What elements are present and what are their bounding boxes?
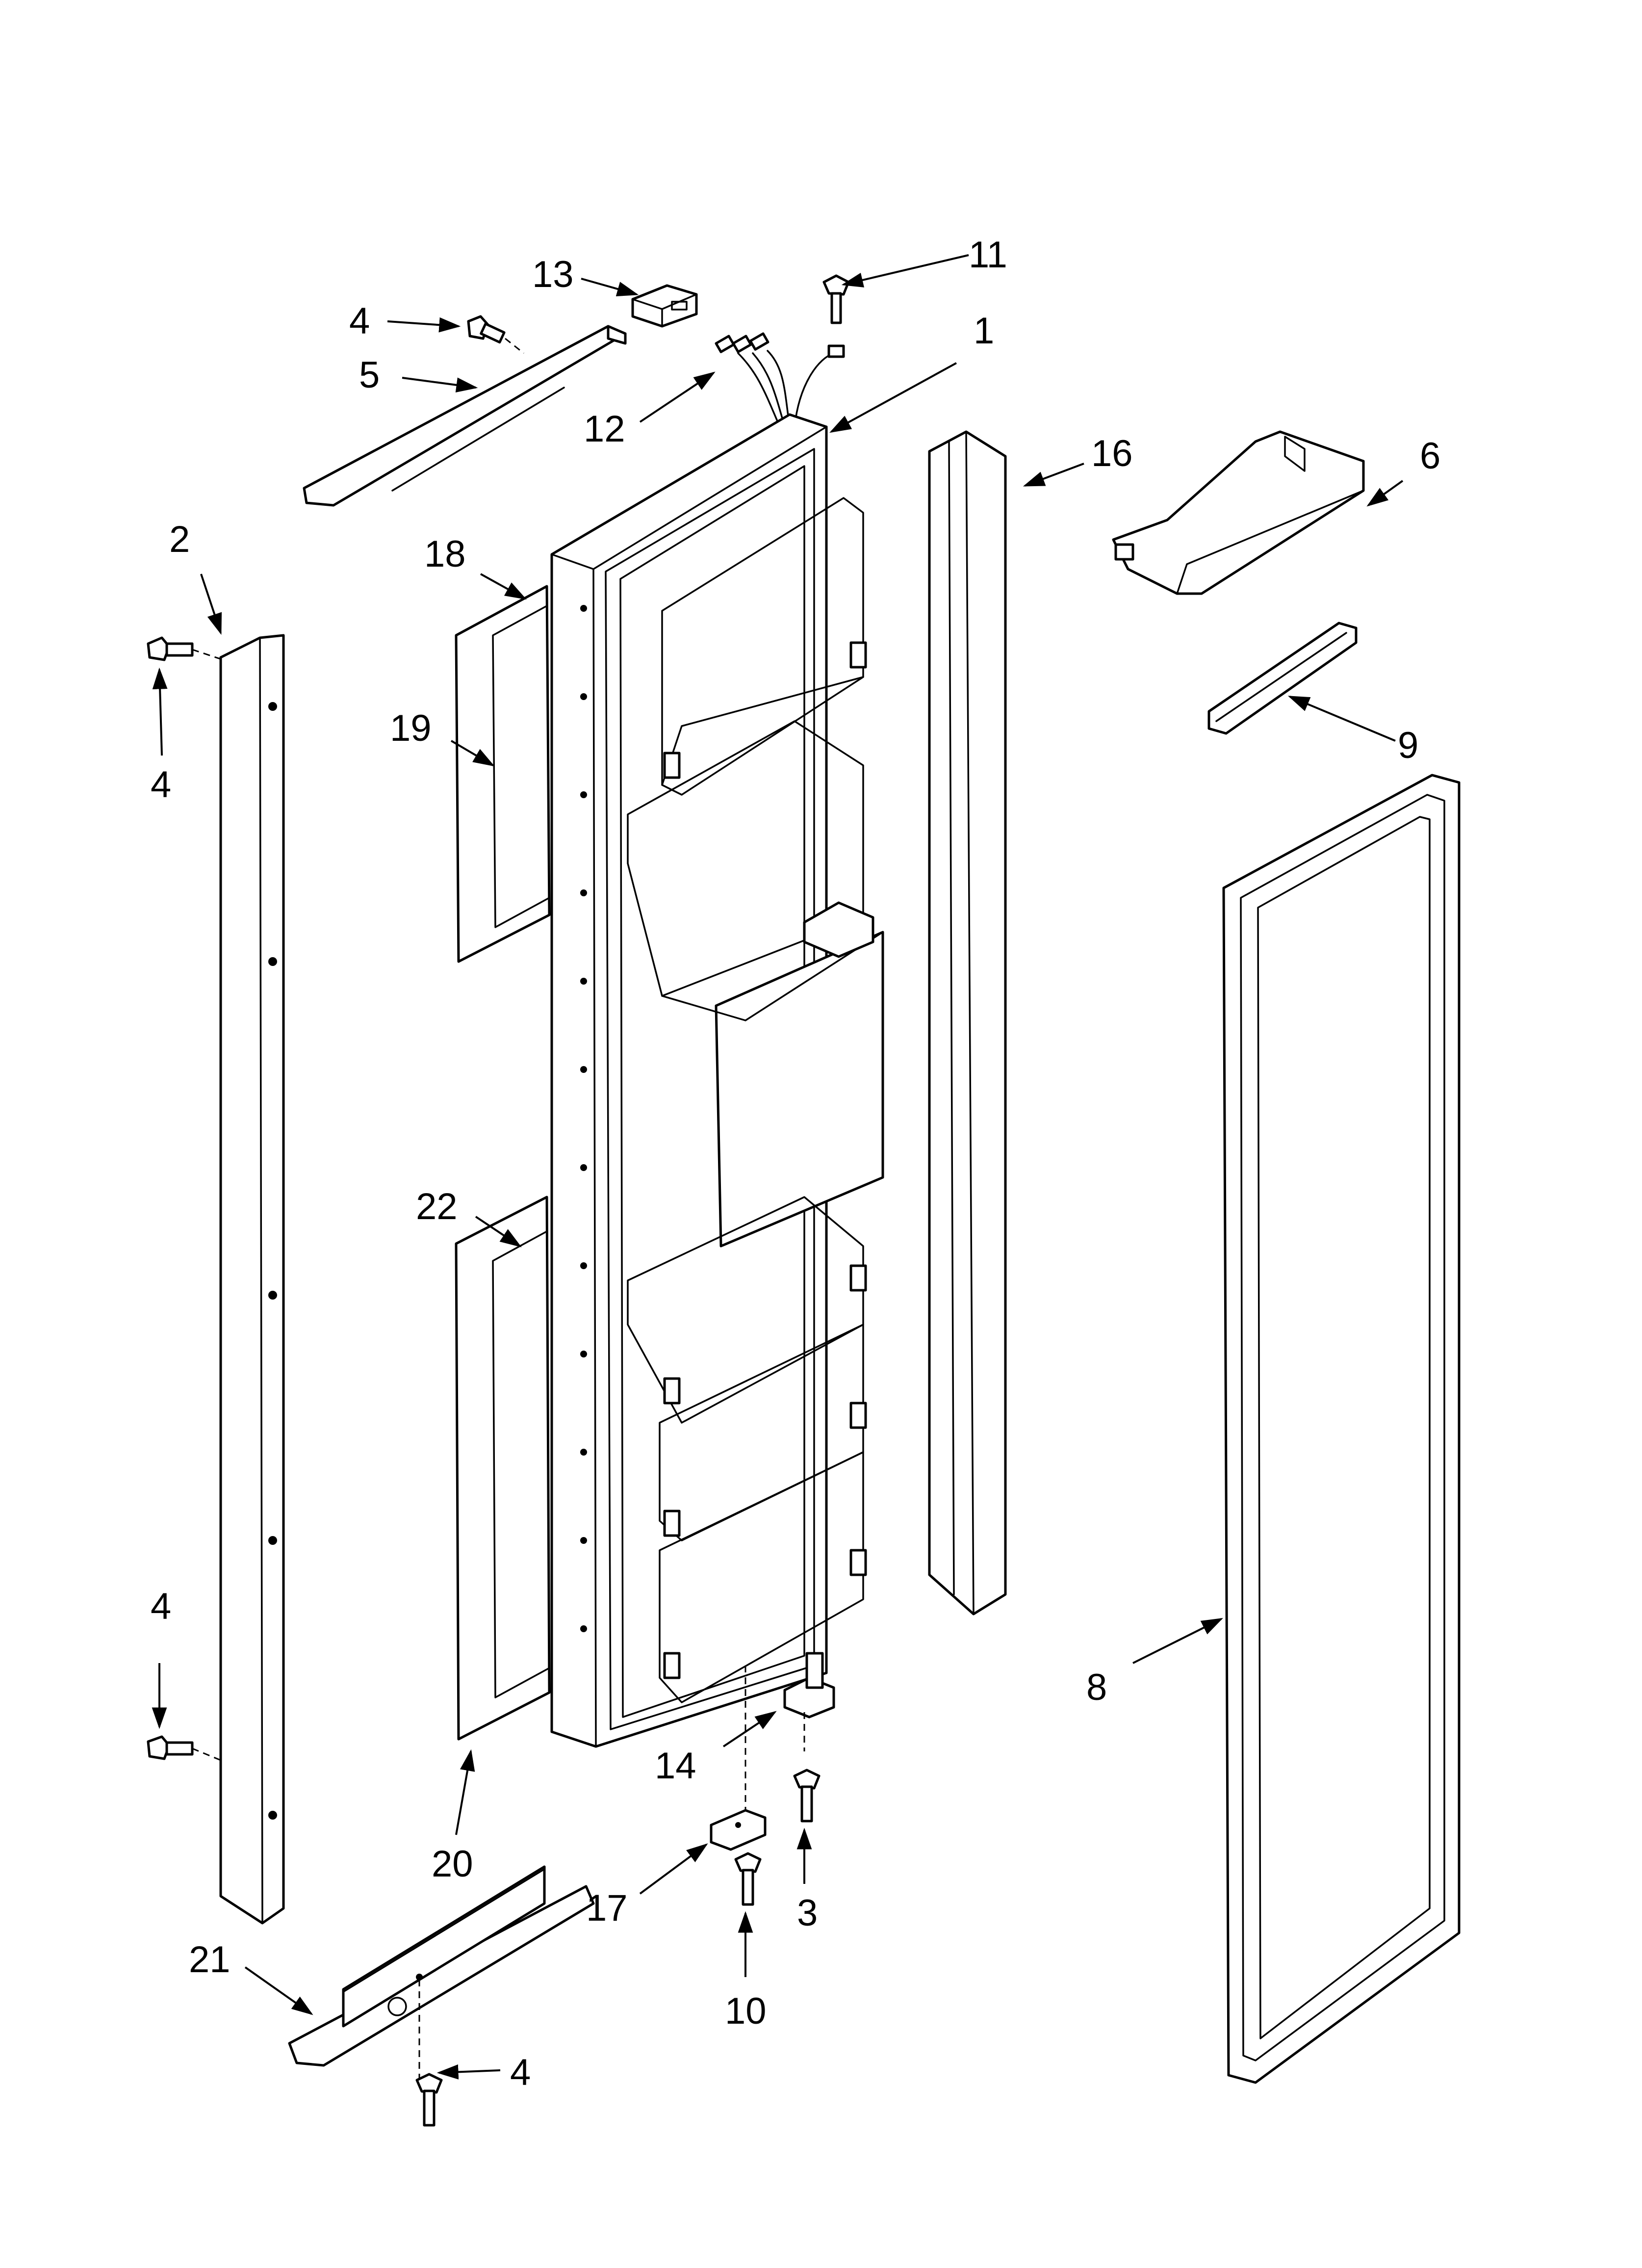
part-10-screw (822, 274, 850, 324)
part-5-top-trim (303, 325, 627, 507)
callout-9: 9 (1398, 725, 1418, 766)
part-18-hinge-trim (928, 430, 1007, 1616)
callout-21: 20 (432, 1843, 473, 1885)
part-2-side-trim (219, 634, 285, 1925)
part-13-screw (734, 1852, 762, 1906)
callout-11: 12 (584, 408, 625, 450)
callout-22: 22 (416, 1186, 458, 1227)
callout-5: 5 (359, 354, 380, 396)
part-12-hinge-pin (744, 1652, 835, 1810)
callout-16: 13 (532, 254, 574, 295)
part-8-gasket (1222, 774, 1461, 2084)
part-17-bottom-trim (288, 1865, 595, 2080)
callout-1: 1 (974, 310, 994, 352)
callout-20: 19 (390, 707, 432, 749)
screw-icon (467, 315, 524, 354)
callout-19: 18 (424, 533, 466, 575)
callout-17: 21 (189, 1939, 231, 1981)
callout-4-bottom: 4 (510, 2052, 531, 2093)
callout-12: 14 (655, 1745, 696, 1787)
screw-icon (147, 1735, 224, 1762)
part-3-screw (793, 1769, 821, 1823)
callout-13: 10 (725, 1990, 767, 2032)
callout-4-left-upper: 4 (151, 764, 171, 806)
part-19-upper-panel (455, 585, 551, 963)
callout-14: 17 (586, 1887, 628, 1929)
screw-icon (415, 2073, 443, 2127)
callout-3: 3 (797, 1892, 818, 1934)
screw-icon (147, 636, 224, 661)
callout-2: 2 (169, 519, 190, 560)
callout-18: 16 (1091, 433, 1133, 474)
part-16-switch (631, 284, 698, 328)
leader-lines (152, 254, 1404, 2080)
part-14-hinge-block (710, 1809, 767, 1851)
part-11-wire-harness (715, 332, 845, 428)
callout-8: 8 (1086, 1667, 1107, 1708)
callout-10: 11 (969, 234, 1007, 276)
callout-4-top: 4 (349, 300, 370, 342)
part-9-strip (1207, 622, 1358, 735)
callout-labels: 11 13 4 1 5 12 16 6 2 18 19 9 4 22 4 8 1… (151, 234, 1440, 2093)
part-22-lower-panel (455, 1196, 551, 1741)
callout-6: 6 (1420, 435, 1440, 477)
part-6-handle (1112, 430, 1365, 595)
part-1-door-liner (550, 413, 884, 1748)
callout-4-left-lower: 4 (151, 1586, 171, 1627)
